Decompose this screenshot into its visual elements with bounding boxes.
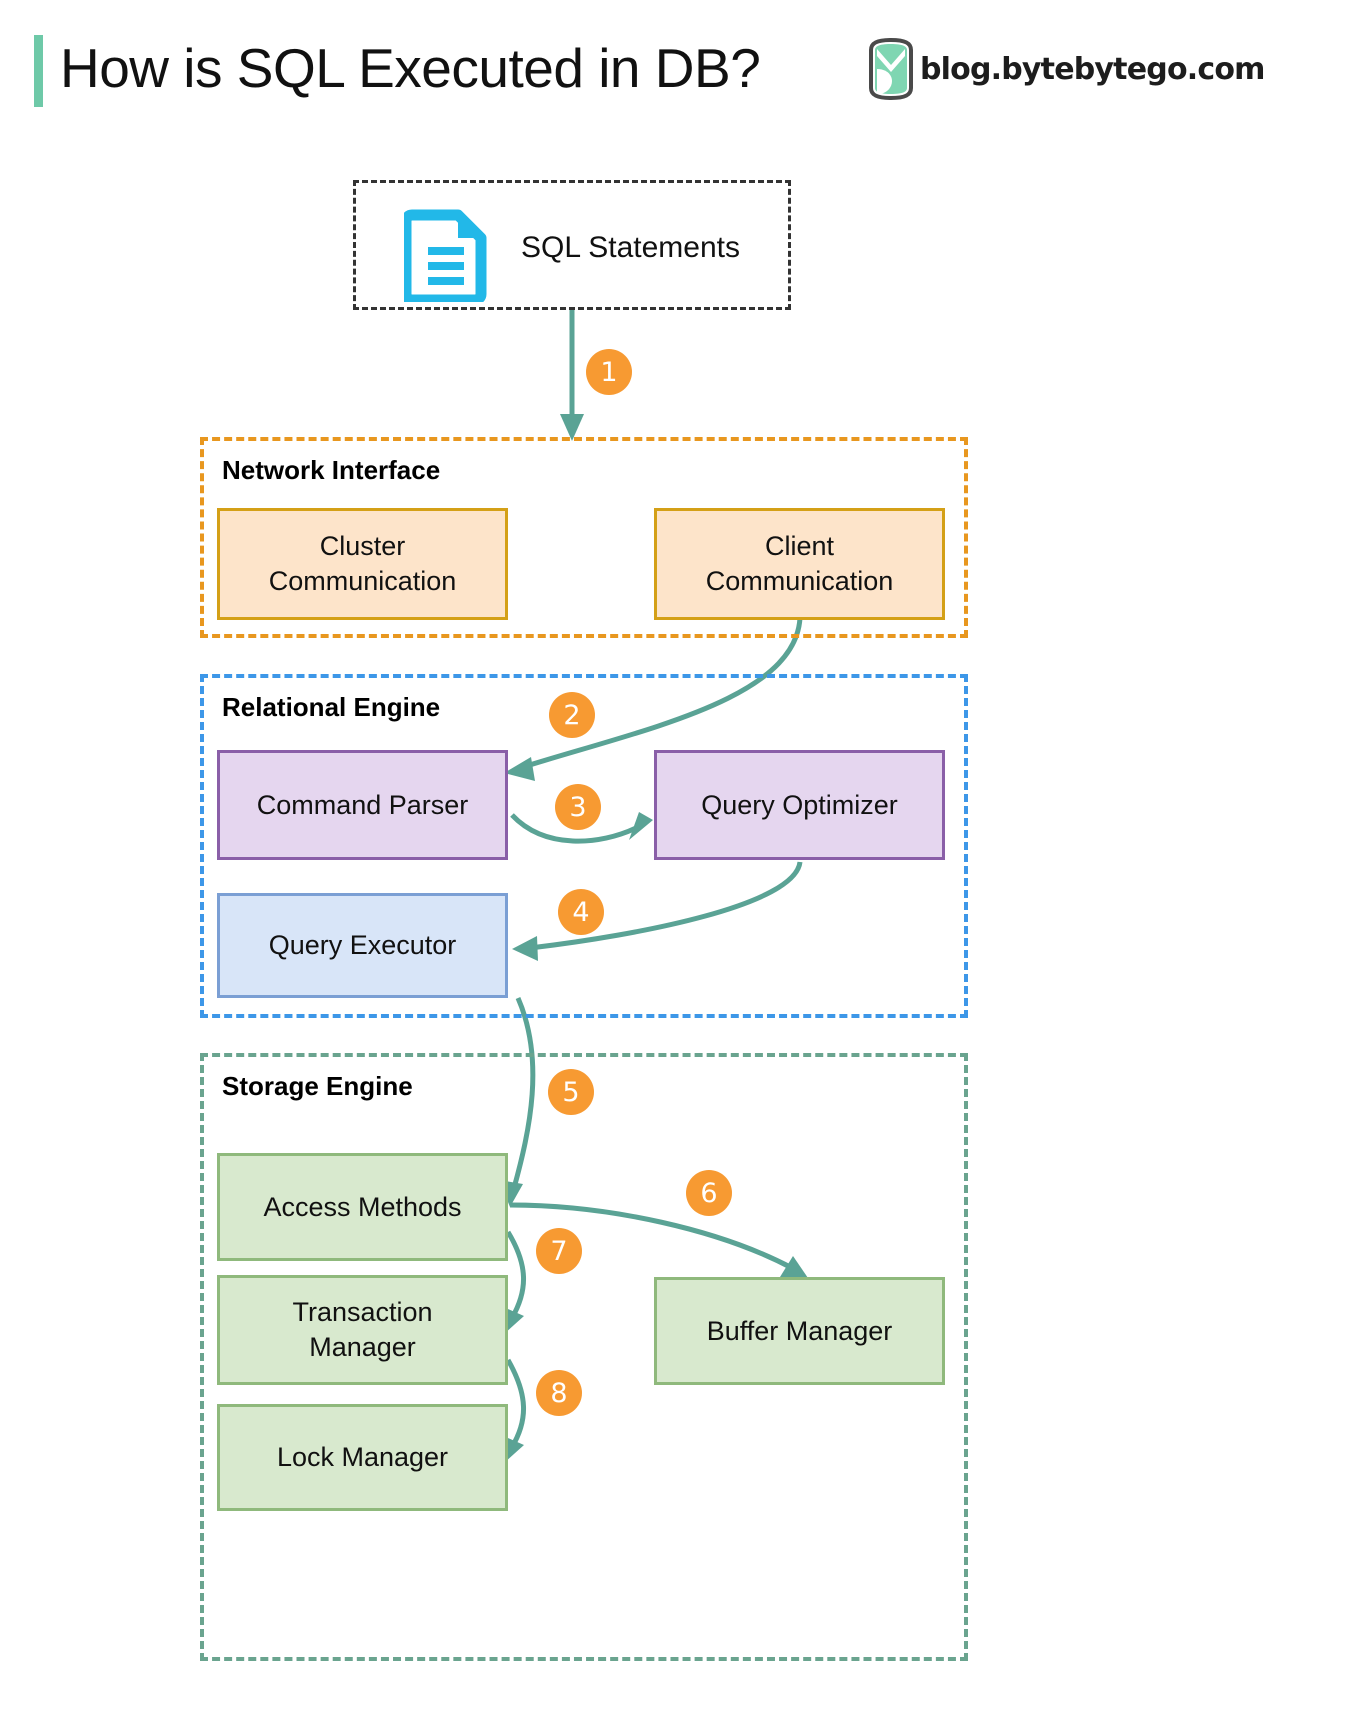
- group-label-network-interface: Network Interface: [222, 455, 441, 485]
- group-label-relational-engine: Relational Engine: [222, 692, 441, 722]
- node-transaction-manager[interactable]: Transaction Manager: [217, 1275, 508, 1385]
- sql-statements-container: SQL Statements: [353, 180, 791, 310]
- step-badge-7: 7: [536, 1228, 582, 1274]
- brand: blog.bytebytego.com: [868, 34, 1265, 104]
- group-network-interface: Network Interface: [200, 437, 968, 638]
- step-badge-6: 6: [686, 1170, 732, 1216]
- title-accent-bar: [34, 35, 43, 107]
- step-badge-8: 8: [536, 1370, 582, 1416]
- node-label: Access Methods: [263, 1191, 462, 1222]
- node-lock-manager[interactable]: Lock Manager: [217, 1404, 508, 1511]
- page-title: How is SQL Executed in DB?: [60, 37, 761, 99]
- sql-statements-label: SQL Statements: [521, 231, 740, 264]
- header: How is SQL Executed in DB? blog.bytebyte…: [0, 30, 1358, 110]
- group-storage-engine: Storage Engine: [200, 1053, 968, 1661]
- group-label-storage-engine: Storage Engine: [222, 1071, 413, 1101]
- node-access-methods[interactable]: Access Methods: [217, 1153, 508, 1261]
- node-query-optimizer[interactable]: Query Optimizer: [654, 750, 945, 860]
- step-badge-5: 5: [548, 1069, 594, 1115]
- step-badge-1: 1: [586, 349, 632, 395]
- node-command-parser[interactable]: Command Parser: [217, 750, 508, 860]
- node-cluster-communication[interactable]: Cluster Communication: [217, 508, 508, 620]
- node-buffer-manager[interactable]: Buffer Manager: [654, 1277, 945, 1385]
- node-label: Transaction Manager: [292, 1297, 433, 1362]
- step-badge-3: 3: [555, 784, 601, 830]
- brand-url: blog.bytebytego.com: [920, 51, 1265, 87]
- node-label: Cluster Communication: [268, 531, 457, 596]
- node-label: Lock Manager: [276, 1442, 449, 1473]
- node-label: Client Communication: [705, 531, 894, 596]
- bytebytego-logo-icon: [868, 37, 914, 101]
- node-label: Buffer Manager: [706, 1315, 893, 1346]
- node-label: Query Executor: [268, 930, 457, 961]
- node-label: Command Parser: [256, 789, 469, 820]
- group-relational-engine: Relational Engine: [200, 674, 968, 1018]
- step-badge-2: 2: [549, 692, 595, 738]
- node-label: Query Optimizer: [701, 789, 898, 820]
- node-client-communication[interactable]: Client Communication: [654, 508, 945, 620]
- node-query-executor[interactable]: Query Executor: [217, 893, 508, 998]
- step-badge-4: 4: [558, 889, 604, 935]
- document-icon: [400, 207, 489, 306]
